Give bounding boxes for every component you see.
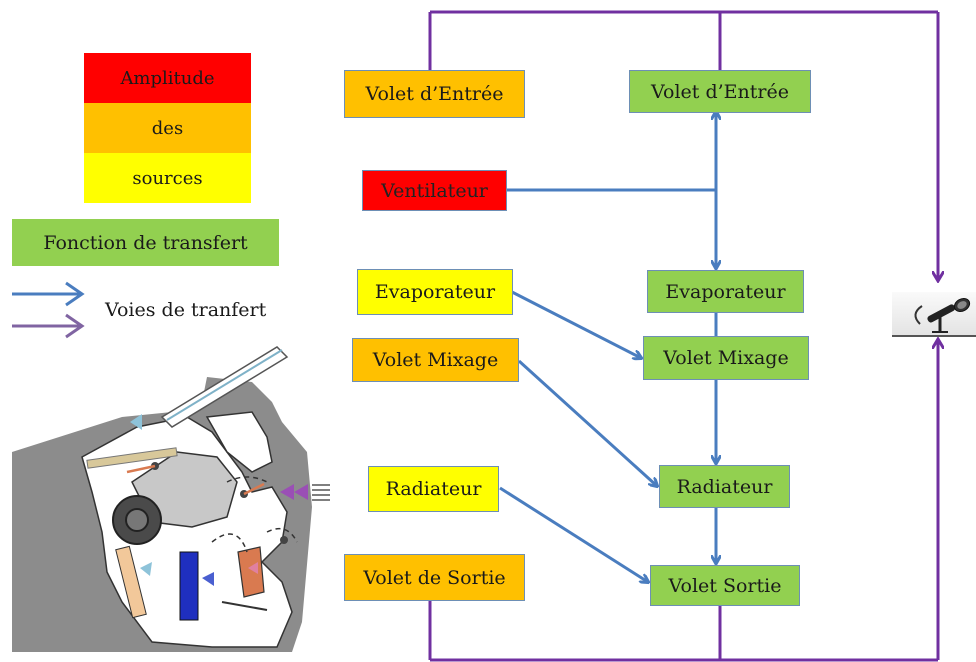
legend-sources-label: sources bbox=[132, 167, 203, 189]
legend-purple-arrow bbox=[12, 313, 85, 339]
tf-volet-entree: Volet d’Entrée bbox=[629, 70, 811, 113]
legend-amplitude-label: Amplitude bbox=[120, 67, 215, 89]
tf-radiateur-label: Radiateur bbox=[676, 475, 773, 498]
purple-path-top bbox=[428, 10, 938, 280]
source-volet-entree: Volet d’Entrée bbox=[344, 70, 525, 118]
tf-volet-mixage: Volet Mixage bbox=[643, 336, 809, 380]
source-volet-mixage: Volet Mixage bbox=[352, 338, 519, 382]
source-ventilateur-label: Ventilateur bbox=[381, 179, 488, 202]
microphone-icon bbox=[892, 292, 976, 337]
source-volet-entree-label: Volet d’Entrée bbox=[365, 83, 504, 105]
source-volet-mixage-label: Volet Mixage bbox=[372, 349, 499, 371]
source-ventilateur: Ventilateur bbox=[362, 170, 507, 211]
source-volet-sortie-label: Volet de Sortie bbox=[363, 566, 506, 589]
tf-evaporateur-label: Evaporateur bbox=[665, 280, 786, 303]
legend-transfer-function: Fonction de transfert bbox=[12, 219, 279, 266]
legend-amplitude-red: Amplitude bbox=[84, 53, 251, 103]
tf-volet-sortie-label: Volet Sortie bbox=[668, 574, 782, 597]
tf-volet-sortie: Volet Sortie bbox=[650, 565, 800, 606]
blue-chain bbox=[505, 112, 716, 563]
purple-path-bottom bbox=[428, 340, 938, 662]
legend-blue-arrow bbox=[12, 281, 85, 307]
blue-diagonals bbox=[499, 290, 657, 582]
legend-amplitude-yellow: sources bbox=[84, 153, 251, 203]
source-volet-sortie: Volet de Sortie bbox=[344, 554, 525, 601]
legend-amplitude-orange: des bbox=[84, 103, 251, 153]
tf-volet-mixage-label: Volet Mixage bbox=[663, 347, 789, 369]
legend-transfer-paths-label: Voies de tranfert bbox=[105, 299, 267, 321]
source-radiateur-label: Radiateur bbox=[385, 478, 482, 500]
source-evaporateur: Evaporateur bbox=[357, 269, 513, 315]
tf-radiateur: Radiateur bbox=[659, 465, 790, 508]
legend-transfer-function-label: Fonction de transfert bbox=[43, 231, 248, 254]
hvac-unit-schematic bbox=[12, 346, 330, 652]
source-radiateur: Radiateur bbox=[368, 466, 499, 512]
source-evaporateur-label: Evaporateur bbox=[374, 281, 496, 303]
legend-des-label: des bbox=[151, 117, 184, 139]
tf-volet-entree-label: Volet d’Entrée bbox=[651, 80, 789, 103]
tf-evaporateur: Evaporateur bbox=[647, 270, 804, 313]
